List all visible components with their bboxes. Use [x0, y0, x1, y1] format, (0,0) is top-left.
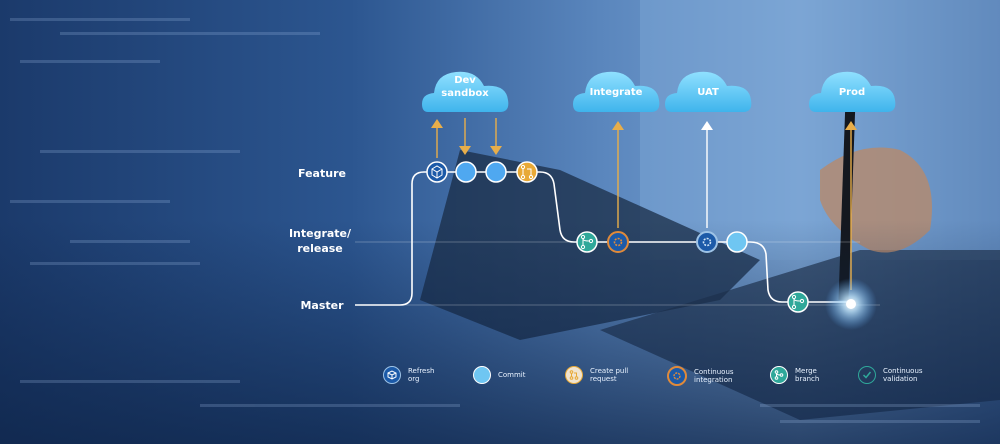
legend-validation-line2: validation	[883, 375, 918, 383]
legend-continuous-integration: Continuous integration	[667, 366, 754, 386]
lane-label-integrate-line1: Integrate/	[288, 227, 352, 240]
commit-circle-icon	[473, 366, 491, 384]
cloud-uat	[665, 71, 752, 112]
node-commit-2	[485, 161, 507, 183]
legend-refresh-org: Refresh org	[383, 366, 468, 384]
lane-label-master: Master	[290, 298, 354, 313]
merge-branch-icon	[791, 294, 805, 310]
legend-validation-line1: Continuous	[883, 367, 923, 375]
legend-merge-line1: Merge	[795, 367, 817, 375]
cloud-label-uat: UAT	[663, 86, 753, 99]
cloud-label-dev-line2: sandbox	[441, 88, 489, 99]
legend-refresh-line1: Refresh	[408, 367, 435, 375]
legend-pull-line1: Create pull	[590, 367, 629, 375]
node-continuous-integration-2	[696, 231, 718, 253]
cloud-label-integrate-text: Integrate	[589, 87, 643, 98]
legend-merge-branch: Merge branch	[770, 366, 855, 384]
cloud-dev-sandbox	[422, 71, 509, 112]
pull-request-icon	[565, 366, 583, 384]
lane-label-feature-text: Feature	[298, 167, 346, 180]
cloud-label-dev-line1: Dev	[454, 75, 476, 86]
legend-commit-line1: Commit	[498, 371, 526, 379]
merge-branch-icon	[580, 234, 594, 250]
legend-ci-line1: Continuous	[694, 368, 734, 376]
cloud-label-uat-text: UAT	[697, 87, 719, 98]
cloud-label-prod-text: Prod	[838, 87, 866, 98]
legend-ci-text: Continuous integration	[694, 368, 754, 384]
lane-label-master-text: Master	[300, 299, 344, 312]
arrow-up-to-uat	[701, 121, 713, 228]
merge-branch-icon	[770, 366, 788, 384]
cube-refresh-icon	[431, 165, 443, 179]
legend-create-pull-request: Create pull request	[565, 366, 650, 384]
pipeline-path	[355, 171, 850, 306]
arrow-up-to-integrate	[612, 121, 624, 228]
legend-merge-line2: branch	[795, 375, 820, 383]
cloud-prod	[809, 71, 896, 112]
gear-refresh-icon	[667, 366, 687, 386]
legend-pull-line2: request	[590, 375, 617, 383]
node-merge-branch-1	[576, 231, 598, 253]
code-lines-decoration	[10, 18, 980, 423]
node-commit-3	[726, 231, 748, 253]
node-continuous-integration-1	[607, 231, 629, 253]
pull-request-icon	[520, 164, 534, 180]
legend-pull-request-text: Create pull request	[590, 367, 650, 383]
legend-refresh-org-text: Refresh org	[408, 367, 468, 383]
node-commit-1	[455, 161, 477, 183]
lane-label-feature: Feature	[290, 166, 354, 181]
check-circle-icon	[858, 366, 876, 384]
cloud-label-prod: Prod	[807, 86, 897, 99]
cloud-label-dev-sandbox: Dev sandbox	[420, 74, 510, 100]
arrow-up-to-prod	[845, 121, 857, 290]
gear-refresh-icon	[613, 237, 623, 247]
stylus-tip	[846, 299, 856, 309]
node-refresh-org	[426, 161, 448, 183]
lane-label-integrate-release: Integrate/ release	[285, 226, 355, 256]
legend-refresh-line2: org	[408, 375, 420, 383]
legend-commit-text: Commit	[498, 371, 558, 379]
arrow-down-from-dev-1	[459, 118, 471, 155]
arrow-up-to-dev	[431, 119, 443, 158]
cloud-integrate	[573, 71, 660, 112]
gear-refresh-icon	[702, 237, 712, 247]
node-pull-request	[516, 161, 538, 183]
cloud-label-integrate: Integrate	[571, 86, 661, 99]
node-merge-branch-2	[787, 291, 809, 313]
bottom-fade	[0, 220, 1000, 444]
lane-label-integrate-line2: release	[297, 242, 343, 255]
cube-refresh-icon	[383, 366, 401, 384]
legend-ci-line2: integration	[694, 376, 733, 384]
legend-merge-text: Merge branch	[795, 367, 855, 383]
legend-continuous-validation: Continuous validation	[858, 366, 943, 384]
shirt-area	[640, 0, 1000, 260]
legend-commit: Commit	[473, 366, 558, 384]
legend-validation-text: Continuous validation	[883, 367, 943, 383]
arrow-down-from-dev-2	[490, 118, 502, 155]
